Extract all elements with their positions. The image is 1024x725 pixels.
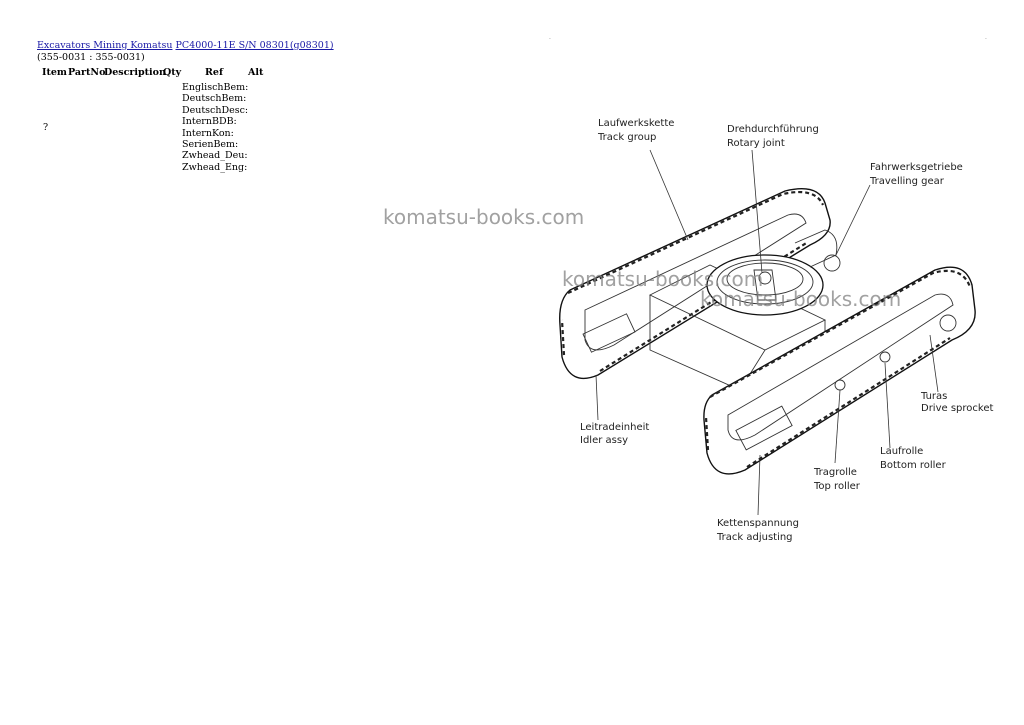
label-track-group-de: Laufwerkskette xyxy=(598,118,674,129)
left-track-drawing xyxy=(559,188,831,380)
field-zwhead-eng: Zwhead_Eng: xyxy=(182,161,248,173)
col-header-partno: PartNo xyxy=(68,67,106,78)
col-header-alt: Alt xyxy=(248,67,264,78)
undercarriage-diagram: Laufwerkskette Track group Drehdurchführ… xyxy=(559,118,993,543)
col-header-item: Item xyxy=(42,67,67,78)
label-drive-sprocket-en: Drive sprocket xyxy=(921,403,993,414)
corner-mark-right: . xyxy=(985,34,987,41)
row-item-number: ? xyxy=(43,122,49,133)
label-travelling-gear-de: Fahrwerksgetriebe xyxy=(870,162,963,173)
label-rotary-joint-de: Drehdurchführung xyxy=(727,124,819,135)
watermark: komatsu-books.com xyxy=(700,287,902,311)
label-idler-assy-de: Leitradeinheit xyxy=(580,422,649,433)
label-rotary-joint-en: Rotary joint xyxy=(727,138,785,149)
label-track-adjusting-en: Track adjusting xyxy=(716,532,793,543)
breadcrumb-link-category[interactable]: Excavators Mining Komatsu xyxy=(37,40,173,51)
leader-lines xyxy=(595,149,939,516)
breadcrumb: Excavators Mining Komatsu PC4000-11E S/N… xyxy=(37,40,334,51)
label-top-roller-de: Tragrolle xyxy=(813,467,857,478)
label-travelling-gear-en: Travelling gear xyxy=(869,176,945,187)
field-zwhead-deu: Zwhead_Deu: xyxy=(182,150,248,162)
label-idler-assy-en: Idler assy xyxy=(580,435,628,446)
serial-range: (355-0031 : 355-0031) xyxy=(37,52,145,63)
label-track-group-en: Track group xyxy=(597,132,656,143)
field-deutschdesc: DeutschDesc: xyxy=(182,104,249,116)
field-deutschbem: DeutschBem: xyxy=(182,93,247,105)
field-englischbem: EnglischBem: xyxy=(182,82,249,93)
field-internbdb: InternBDB: xyxy=(182,116,237,128)
field-list: EnglischBem: DeutschBem: DeutschDesc: In… xyxy=(182,82,248,173)
label-track-adjusting-de: Kettenspannung xyxy=(717,518,799,529)
center-frame-drawing xyxy=(648,229,841,391)
watermark: komatsu-books.com xyxy=(562,267,764,291)
col-header-ref: Ref xyxy=(205,67,224,78)
col-header-qty: Qty xyxy=(163,67,182,78)
label-bottom-roller-de: Laufrolle xyxy=(880,446,923,457)
col-header-description: Description xyxy=(104,67,166,78)
field-internkon: InternKon: xyxy=(182,127,234,139)
watermark: komatsu-books.com xyxy=(383,205,585,229)
right-track-drawing xyxy=(703,266,976,475)
field-serienbem: SerienBem: xyxy=(182,139,239,151)
label-top-roller-en: Top roller xyxy=(813,481,861,492)
label-bottom-roller-en: Bottom roller xyxy=(880,460,947,471)
label-drive-sprocket-de: Turas xyxy=(920,391,947,402)
corner-mark-left: . xyxy=(549,34,551,41)
breadcrumb-link-model[interactable]: PC4000-11E S/N 08301(g08301) xyxy=(175,40,334,51)
